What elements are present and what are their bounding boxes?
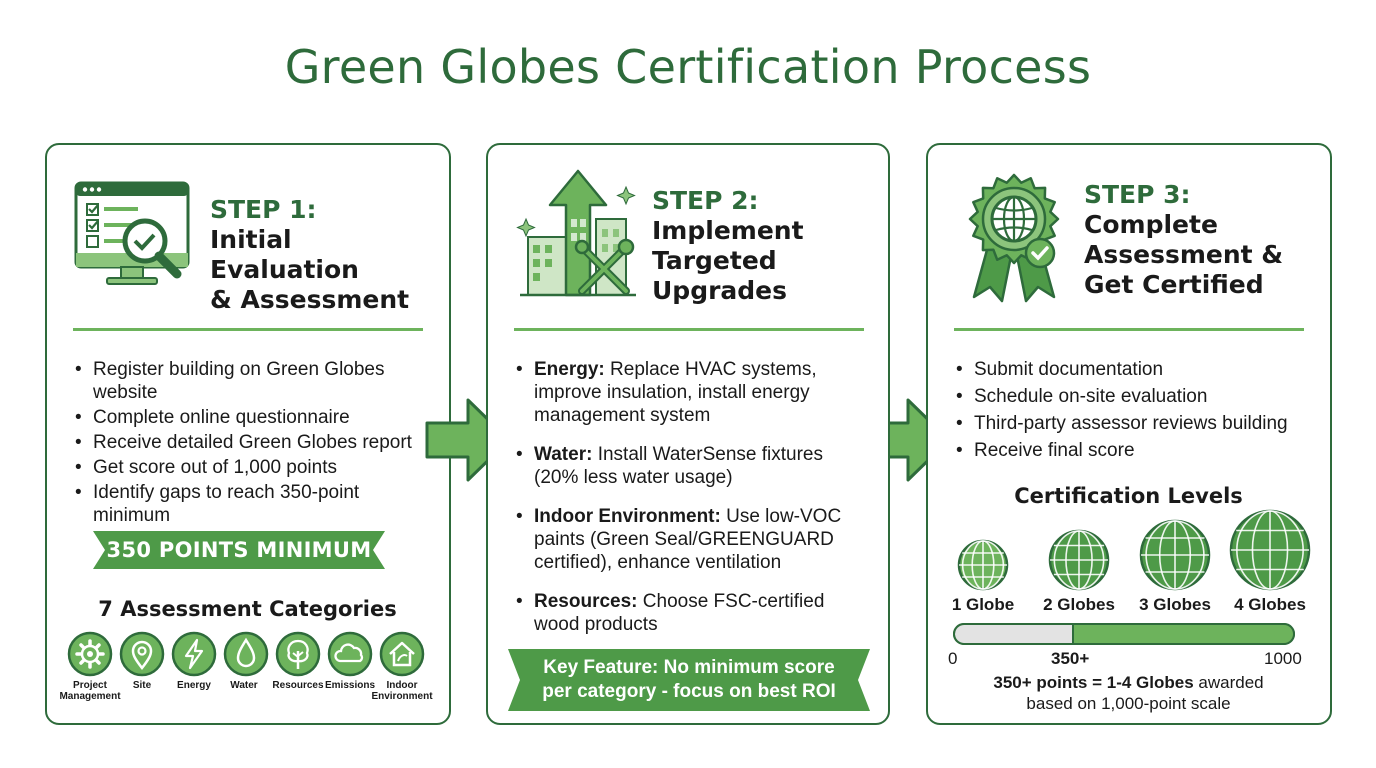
step-3-bullet-list: Submit documentation Schedule on-site ev… — [954, 358, 1314, 462]
step-1-divider — [73, 328, 423, 331]
step-1-title: STEP 1: Initial Evaluation & Assessment — [210, 195, 449, 315]
score-bar-fill — [1073, 624, 1284, 644]
globe-icon — [1229, 509, 1311, 591]
step-2-bullet: Water: Install WaterSense fixtures (20% … — [514, 443, 864, 489]
bullet-text: Choose FSC-certified wood products — [534, 591, 825, 635]
bullet-text: Install WaterSense fixtures (20% less wa… — [534, 444, 823, 488]
award-ribbon-icon — [968, 173, 1060, 303]
certification-note: 350+ points = 1-4 Globes awarded based o… — [928, 672, 1329, 714]
scale-max-label: 1000 — [1264, 649, 1302, 668]
step-2-title-line-1: Implement — [652, 216, 804, 245]
note-rest: awarded — [1193, 673, 1264, 692]
banner-ribbon-shape — [508, 649, 870, 711]
step-2-bullet: Energy: Replace HVAC systems, improve in… — [514, 358, 864, 427]
step-2-card: STEP 2: Implement Targeted Upgrades Ener… — [486, 143, 890, 725]
level-label: 1 Globe — [951, 595, 1015, 614]
step-1-card: STEP 1: Initial Evaluation & Assessment … — [45, 143, 451, 725]
globe-levels — [957, 509, 1311, 591]
step-3-number: STEP 3: — [1084, 180, 1191, 209]
categories-title: 7 Assessment Categories — [98, 597, 397, 621]
step-2-bullet: Indoor Environment: Use low-VOC paints (… — [514, 505, 864, 574]
step-3-title-line-3: Get Certified — [1084, 270, 1264, 299]
step-3-bullet: Schedule on-site evaluation — [954, 385, 1314, 408]
globe-icon — [1048, 529, 1110, 591]
key-feature-text: Key Feature: No minimum score per catego… — [508, 656, 870, 704]
score-bar-outline — [953, 623, 1295, 645]
location-pin-icon — [119, 631, 165, 677]
key-feature-line-2: per category - focus on best ROI — [542, 681, 836, 702]
level-label: 4 Globes — [1234, 595, 1306, 614]
globe-icon — [957, 539, 1009, 591]
category-label: Energy — [177, 680, 211, 691]
step-1-bullet: Complete online questionnaire — [73, 406, 433, 429]
score-bar-fill-cap — [1274, 624, 1294, 644]
bullet-label: Water: — [534, 444, 593, 465]
category-label: Water — [230, 680, 258, 691]
cloud-icon — [327, 631, 373, 677]
step-3-title-line-1: Complete — [1084, 210, 1218, 239]
category-label: Site — [132, 680, 152, 691]
bullet-label: Indoor Environment: — [534, 506, 721, 527]
category-label: Emissions — [324, 680, 376, 691]
bullet-label: Resources: — [534, 591, 638, 612]
banner-ribbon-shape — [93, 531, 385, 569]
step-2-title: STEP 2: Implement Targeted Upgrades — [652, 186, 804, 306]
step-2-title-line-3: Upgrades — [652, 276, 788, 305]
step-1-bullet: Get score out of 1,000 points — [73, 456, 433, 479]
step-3-title: STEP 3: Complete Assessment & Get Certif… — [1084, 180, 1283, 300]
step-1-number: STEP 1: — [210, 195, 317, 224]
note-bold: 350+ points = 1-4 Globes — [993, 673, 1194, 692]
step-2-number: STEP 2: — [652, 186, 759, 215]
note-line-2: based on 1,000-point scale — [1026, 694, 1231, 713]
scale-threshold-label: 350+ — [1051, 649, 1090, 668]
bullet-text: Use low-VOC paints (Green Seal/GREENGUAR… — [534, 506, 842, 573]
level-label: 2 Globes — [1043, 595, 1115, 614]
step-1-bullet-list: Register building on Green Globes websit… — [73, 358, 433, 527]
building-upgrade-icon — [516, 169, 636, 297]
key-feature-line-1: Key Feature: No minimum score — [543, 657, 835, 678]
step-2-bullet: Resources: Choose FSC-certified wood pro… — [514, 590, 864, 636]
tree-icon — [275, 631, 321, 677]
category-label: Project Management — [59, 680, 121, 702]
step-1-bullet: Register building on Green Globes websit… — [73, 358, 433, 404]
step-1-bullet: Identify gaps to reach 350-point minimum — [73, 481, 393, 527]
step-1-title-line-2: & Assessment — [210, 285, 410, 314]
step-3-bullet: Receive final score — [954, 439, 1314, 462]
house-icon — [379, 631, 425, 677]
step-2-divider — [514, 328, 864, 331]
score-scale-bar — [953, 623, 1295, 645]
globe-icon — [1139, 519, 1211, 591]
certification-levels-title: Certification Levels — [1014, 484, 1243, 508]
key-feature-banner: Key Feature: No minimum score per catego… — [508, 649, 870, 711]
level-label: 3 Globes — [1139, 595, 1211, 614]
step-3-title-line-2: Assessment & — [1084, 240, 1284, 269]
step-1-bullet: Receive detailed Green Globes report — [73, 431, 433, 454]
step-1-title-line-1: Initial Evaluation — [210, 225, 359, 284]
step-3-bullet: Third-party assessor reviews building — [954, 412, 1314, 435]
gear-icon — [67, 631, 113, 677]
step-3-card: STEP 3: Complete Assessment & Get Certif… — [926, 143, 1332, 725]
computer-search-icon — [74, 181, 190, 285]
bullet-text: Replace HVAC systems, improve insulation… — [534, 359, 817, 426]
page-title: Green Globes Certification Process — [284, 40, 1092, 94]
step-2-title-line-2: Targeted — [652, 246, 777, 275]
minimum-points-text: 350 POINTS MINIMUM — [106, 538, 372, 562]
water-drop-icon — [223, 631, 269, 677]
lightning-icon — [171, 631, 217, 677]
category-label: Indoor Environment — [371, 680, 433, 702]
scale-min-label: 0 — [948, 649, 958, 668]
step-2-bullet-list: Energy: Replace HVAC systems, improve in… — [514, 358, 864, 636]
step-3-divider — [954, 328, 1304, 331]
minimum-points-banner: 350 POINTS MINIMUM — [93, 531, 385, 569]
category-label: Resources — [272, 680, 324, 691]
bullet-label: Energy: — [534, 359, 605, 380]
step-3-bullet: Submit documentation — [954, 358, 1314, 381]
